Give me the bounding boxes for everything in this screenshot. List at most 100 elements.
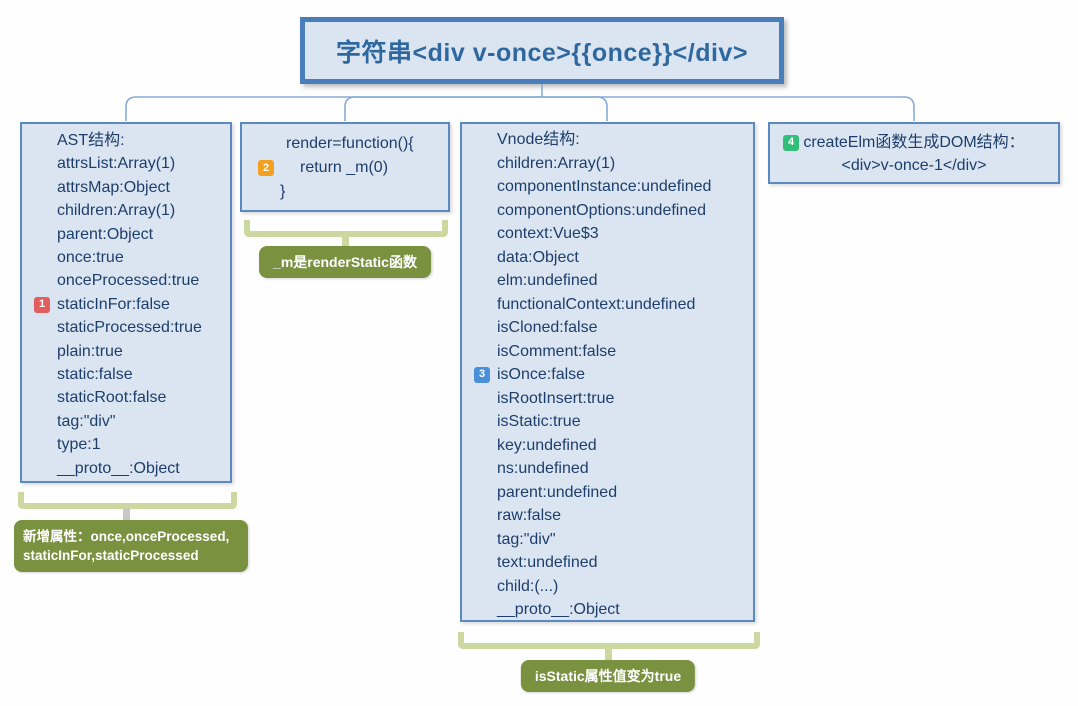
property-text: staticInFor:false [57,295,170,313]
property-text: parent:Object [57,225,154,243]
connector-to-ast [125,96,542,121]
property-line: data:Object [462,246,753,270]
property-text: isOnce:false [497,366,586,383]
step-badge-1: 1 [34,296,50,313]
property-line: static:false [22,363,230,386]
property-text: attrsList:Array(1) [57,155,176,173]
property-text: once:true [57,249,124,267]
property-line: parent:Object [22,223,230,246]
annotation-isstatic-true: isStatic属性值变为true [520,660,696,692]
property-line: onceProcessed:true [22,269,230,292]
property-text: context:Vue$3 [497,225,599,242]
property-text: static:false [57,366,133,384]
property-text: ns:undefined [497,460,589,477]
property-text: type:1 [57,436,101,454]
property-text: isComment:false [497,342,617,360]
property-text: onceProcessed:true [57,272,200,290]
bracket-stub-render [342,236,349,248]
property-line: tag:"div" [462,528,753,552]
property-text: isRootInsert:true [497,389,615,407]
property-line: children:Array(1) [22,199,230,222]
property-line: staticRoot:false [22,386,230,409]
property-line: raw:false [462,504,753,528]
property-text: children:Array(1) [497,154,616,172]
property-text: raw:false [497,507,562,524]
property-line: once:true [22,246,230,269]
step-badge-4: 4 [783,134,799,151]
property-text: <div>v-once-1</div> [841,157,987,174]
annotation-line: 新增属性：once,onceProcessed, [23,529,230,544]
title-box: 字符串<div v-once>{{once}}</div> [300,17,784,84]
connector-to-createelm [542,96,915,121]
property-line: __proto__:Object [462,598,753,622]
property-line: child:(...) [462,575,753,599]
property-text: data:Object [497,248,579,266]
property-line: isRootInsert:true [462,387,753,411]
bracket-under-render [244,220,448,237]
property-text: elm:undefined [497,272,598,289]
property-text: componentOptions:undefined [497,201,707,219]
bracket-under-vnode [458,632,760,649]
property-line: elm:undefined [462,269,753,293]
property-text: AST结构: [57,132,125,149]
property-text: child:(...) [497,577,559,595]
annotation-renderstatic: _m是renderStatic函数 [259,246,431,278]
property-text: componentInstance:undefined [497,178,712,195]
property-line: functionalContext:undefined [462,293,753,317]
connector-to-vnode [542,96,608,121]
property-line: staticProcessed:true [22,316,230,339]
property-text: __proto__:Object [57,459,180,477]
property-text: plain:true [57,342,123,360]
property-line: Vnode结构: [462,128,753,152]
property-text: attrsMap:Object [57,178,170,196]
property-text: isStatic:true [497,413,581,430]
property-line: __proto__:Object [22,457,230,480]
property-text: Vnode结构: [497,131,580,148]
property-text: } [280,183,286,200]
step-badge-3: 3 [474,366,490,383]
property-line: key:undefined [462,434,753,458]
property-line: } [242,180,448,204]
ast-structure-box: AST结构: attrsList:Array(1) attrsMap:Object c… [20,122,232,483]
bracket-under-ast [18,492,237,509]
property-line: AST结构: [22,129,230,152]
property-line: render=function(){ [242,132,448,156]
property-line: isComment:false [462,340,753,364]
property-text: tag:"div" [497,530,556,548]
property-line: 1 staticInFor:false [22,293,230,316]
property-line: tag:"div" [22,410,230,433]
property-text: text:undefined [497,554,598,571]
property-line: componentOptions:undefined [462,199,753,223]
property-line: isStatic:true [462,410,753,434]
annotation-line: staticInFor,staticProcessed [23,548,199,563]
step-badge-2: 2 [258,160,274,176]
property-line: isCloned:false [462,316,753,340]
property-line: parent:undefined [462,481,753,505]
property-line: children:Array(1) [462,152,753,176]
property-text: parent:undefined [497,483,618,501]
property-line: attrsMap:Object [22,176,230,199]
property-text: staticProcessed:true [57,319,202,337]
vnode-structure-box: Vnode结构: children:Array(1) componentInstan… [460,122,755,622]
property-line: <div>v-once-1</div> [770,154,1058,177]
property-text: functionalContext:undefined [497,295,696,313]
bracket-stub-vnode [605,648,612,660]
property-line: plain:true [22,340,230,363]
property-line: componentInstance:undefined [462,175,753,199]
property-line: context:Vue$3 [462,222,753,246]
property-text: key:undefined [497,436,597,454]
annotation-ast-new-props: 新增属性：once,onceProcessed, staticInFor,sta… [14,520,248,572]
property-line: ns:undefined [462,457,753,481]
render-function-box: render=function(){ 2 return _m(0)} [240,122,450,212]
property-line: 3 isOnce:false [462,363,753,387]
property-text: tag:"div" [57,412,116,430]
property-line: text:undefined [462,551,753,575]
property-line: 2 return _m(0) [242,156,448,180]
property-text: __proto__:Object [497,601,620,618]
property-text: return _m(0) [300,159,389,176]
property-text: children:Array(1) [57,202,176,220]
property-line: type:1 [22,433,230,456]
property-text: createElm函数生成DOM结构： [803,134,1025,151]
